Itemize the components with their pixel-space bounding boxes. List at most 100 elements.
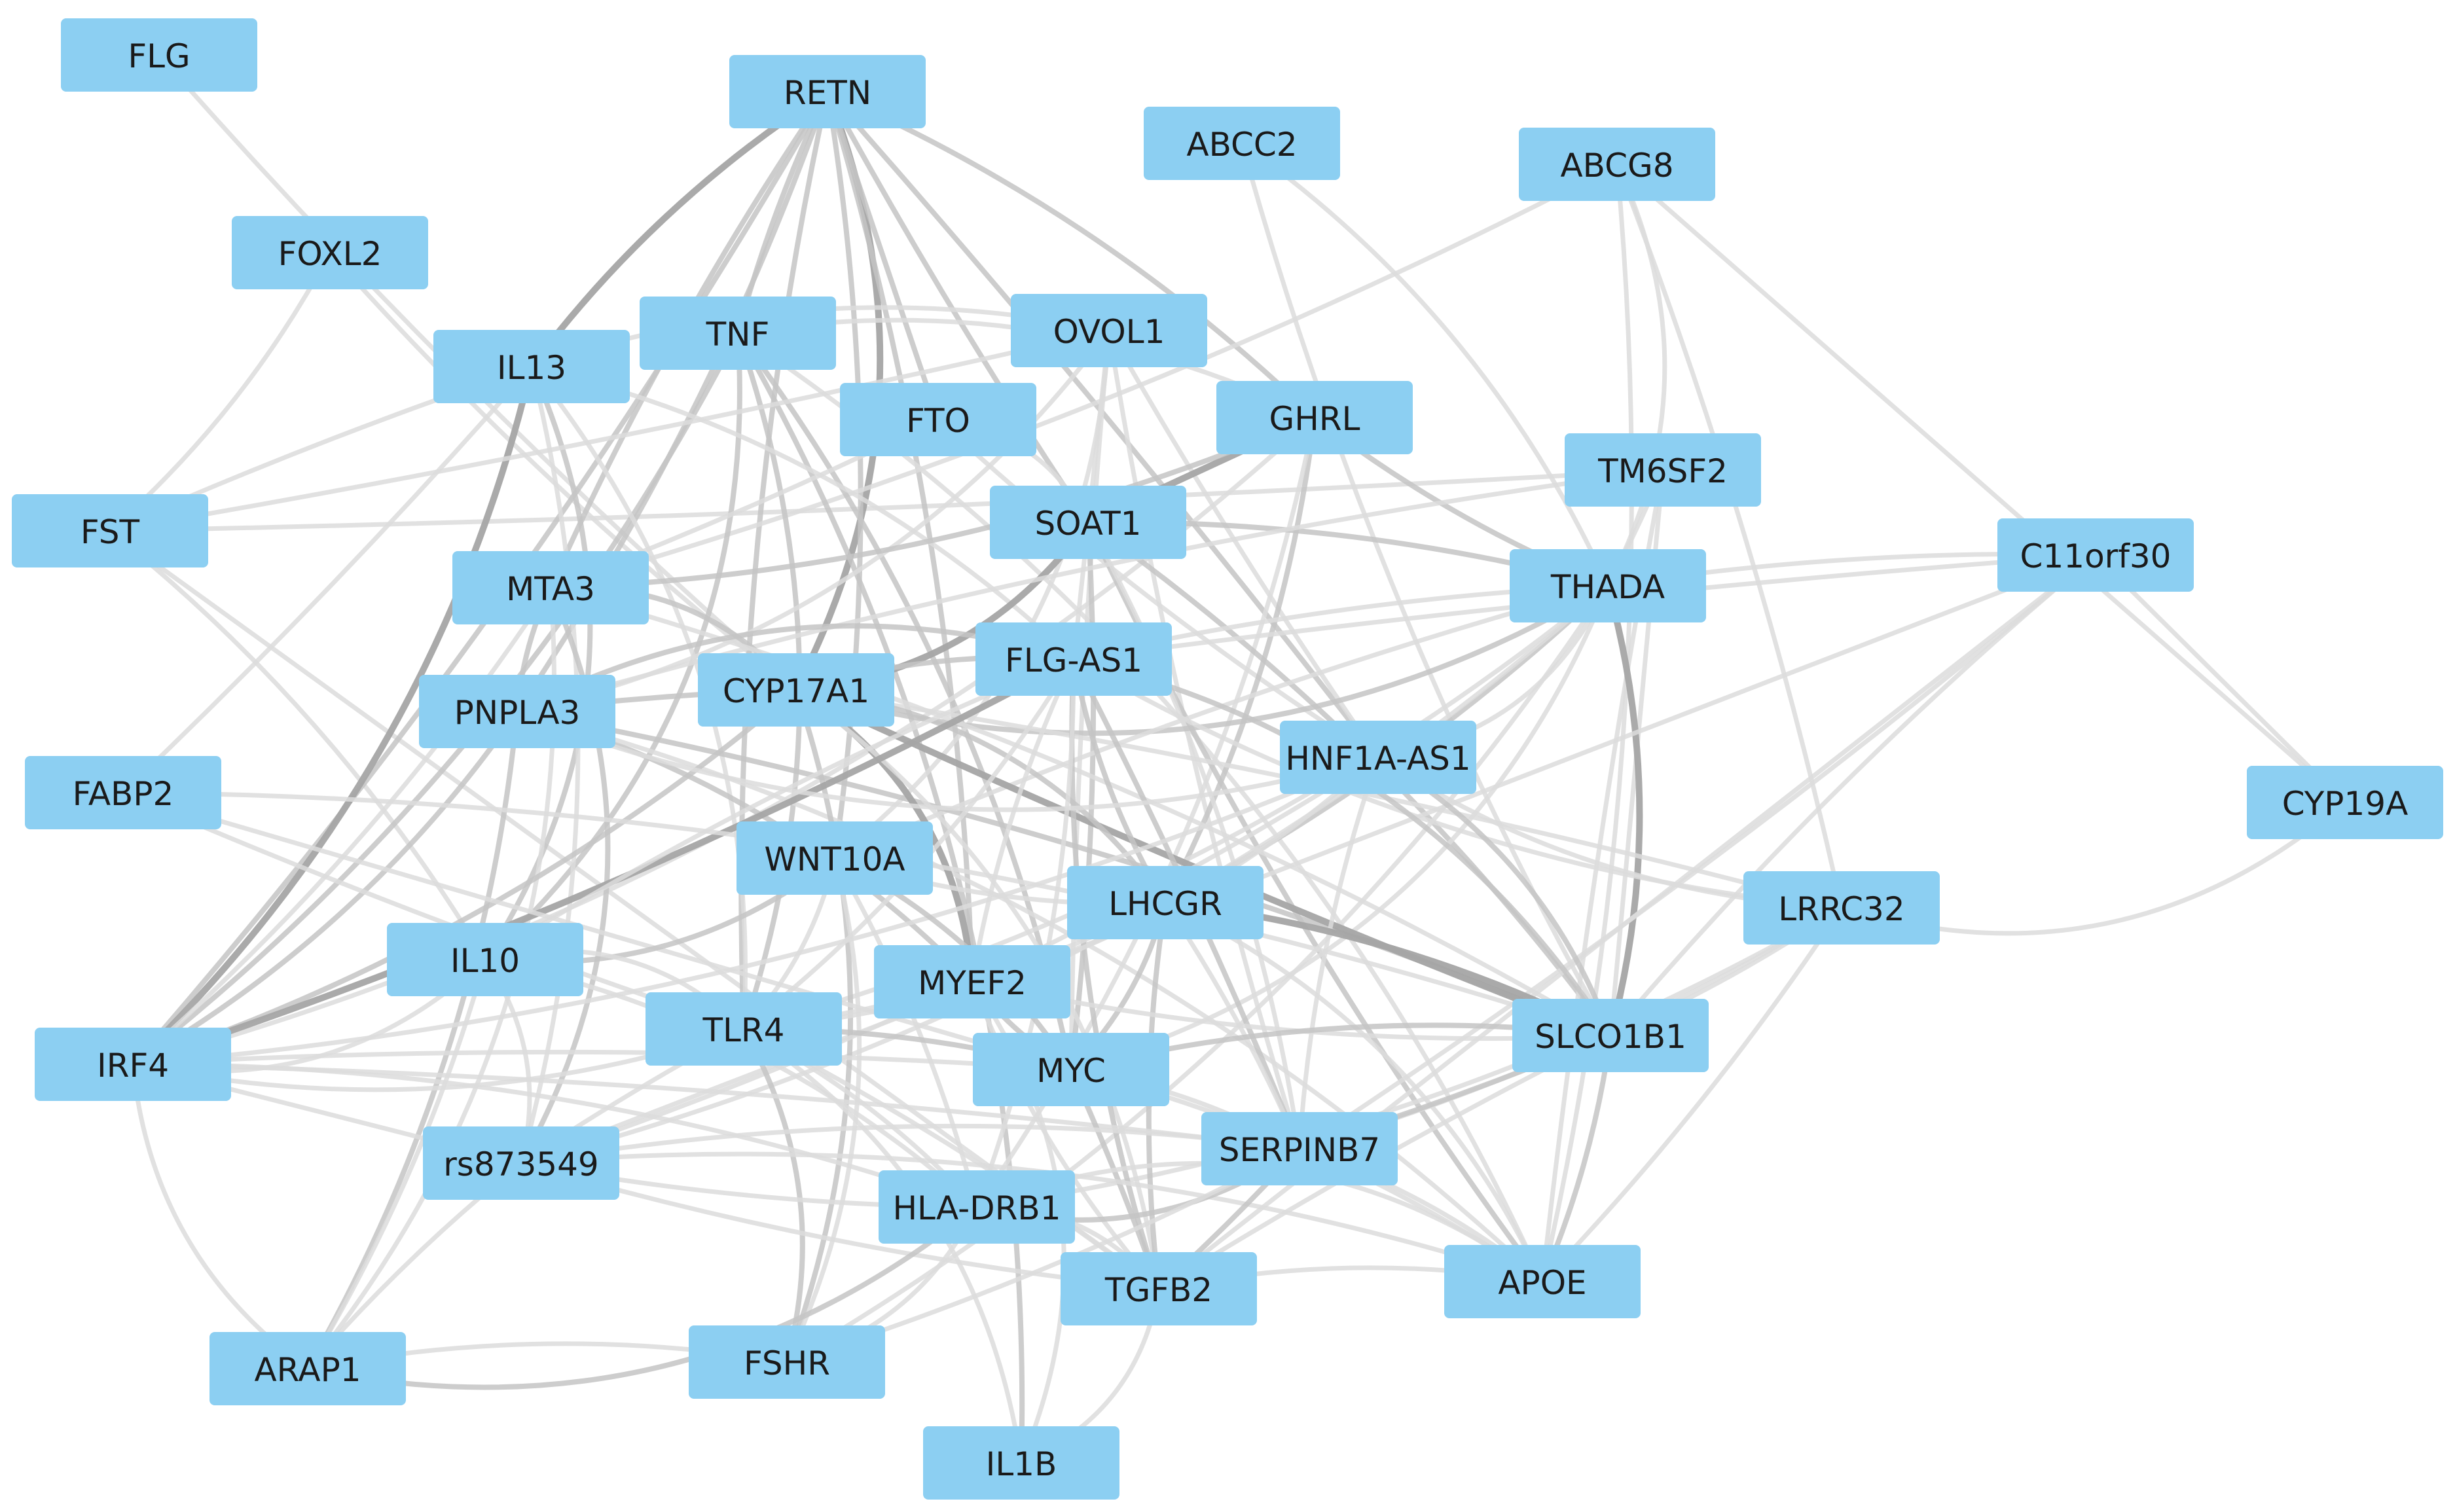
node-box[interactable]	[1743, 871, 1940, 945]
node-MTA3[interactable]: MTA3	[452, 551, 649, 624]
node-label: IRF4	[97, 1047, 169, 1085]
node-FTO[interactable]: FTO	[840, 383, 1036, 456]
edge-GHRL-LHCGR	[1163, 415, 1317, 905]
node-box[interactable]	[840, 383, 1036, 456]
node-box[interactable]	[1510, 549, 1706, 622]
node-box[interactable]	[1201, 1112, 1398, 1185]
node-ABCG8[interactable]: ABCG8	[1519, 128, 1715, 201]
node-box[interactable]	[689, 1325, 885, 1399]
node-WNT10A[interactable]: WNT10A	[736, 821, 933, 895]
node-SERPINB7[interactable]: SERPINB7	[1201, 1112, 1398, 1185]
node-box[interactable]	[1565, 433, 1761, 507]
node-label: IL1B	[986, 1445, 1057, 1483]
node-box[interactable]	[1997, 518, 2194, 592]
edge-IL13-IRF4	[130, 363, 535, 1068]
node-SOAT1[interactable]: SOAT1	[990, 486, 1186, 559]
node-label: SERPINB7	[1219, 1131, 1380, 1169]
node-TM6SF2[interactable]: TM6SF2	[1565, 433, 1761, 507]
node-LHCGR[interactable]: LHCGR	[1067, 866, 1264, 939]
node-box[interactable]	[2247, 766, 2443, 839]
node-label: IL10	[450, 942, 520, 980]
node-box[interactable]	[1280, 721, 1476, 794]
node-box[interactable]	[61, 18, 257, 92]
node-RETN[interactable]: RETN	[729, 55, 926, 128]
node-box[interactable]	[35, 1028, 231, 1101]
edge-HNF1A-AS1-IRF4	[130, 755, 1381, 1067]
edge-ABCG8-CYP19A	[1614, 162, 2348, 805]
node-box[interactable]	[990, 486, 1186, 559]
node-box[interactable]	[975, 622, 1172, 696]
node-IL1B[interactable]: IL1B	[923, 1426, 1119, 1500]
node-IL13[interactable]: IL13	[433, 330, 630, 403]
node-LRRC32[interactable]: LRRC32	[1743, 871, 1940, 945]
node-box[interactable]	[209, 1332, 406, 1405]
node-box[interactable]	[12, 494, 208, 567]
node-FABP2[interactable]: FABP2	[25, 756, 221, 829]
node-FOXL2[interactable]: FOXL2	[232, 216, 428, 289]
edge-RETN-HNF1A-AS1	[825, 89, 1381, 760]
node-TNF[interactable]: TNF	[640, 297, 836, 370]
node-box[interactable]	[1519, 128, 1715, 201]
node-box[interactable]	[1144, 107, 1340, 180]
node-MYC[interactable]: MYC	[973, 1033, 1169, 1106]
node-C11orf30[interactable]: C11orf30	[1997, 518, 2194, 592]
node-label: ABCC2	[1186, 126, 1297, 164]
node-box[interactable]	[452, 551, 649, 624]
node-FST[interactable]: FST	[12, 494, 208, 567]
node-IRF4[interactable]: IRF4	[35, 1028, 231, 1101]
node-FLG[interactable]: FLG	[61, 18, 257, 92]
node-CYP17A1[interactable]: CYP17A1	[698, 653, 894, 727]
node-GHRL[interactable]: GHRL	[1216, 381, 1413, 454]
node-box[interactable]	[736, 821, 933, 895]
node-PNPLA3[interactable]: PNPLA3	[419, 675, 615, 748]
edge-TNF-IL10	[482, 331, 742, 962]
node-APOE[interactable]: APOE	[1444, 1245, 1641, 1318]
node-TLR4[interactable]: TLR4	[646, 992, 842, 1066]
node-HLA-DRB1[interactable]: HLA-DRB1	[879, 1170, 1075, 1244]
node-label: SLCO1B1	[1535, 1018, 1686, 1056]
node-rs873549[interactable]: rs873549	[423, 1126, 619, 1200]
node-box[interactable]	[923, 1426, 1119, 1500]
node-box[interactable]	[232, 216, 428, 289]
edge-OVOL1-FST	[107, 328, 1112, 533]
node-box[interactable]	[973, 1033, 1169, 1106]
node-box[interactable]	[1067, 866, 1264, 939]
edge-HLA-DRB1-ARAP1	[305, 1204, 979, 1390]
node-label: FABP2	[73, 775, 174, 813]
edge-C11orf30-SLCO1B1	[1608, 552, 2098, 1038]
node-FLG-AS1[interactable]: FLG-AS1	[975, 622, 1172, 696]
node-box[interactable]	[433, 330, 630, 403]
node-MYEF2[interactable]: MYEF2	[874, 945, 1070, 1018]
node-box[interactable]	[1444, 1245, 1641, 1318]
edge-PNPLA3-IRF4	[130, 709, 520, 1067]
node-box[interactable]	[423, 1126, 619, 1200]
node-THADA[interactable]: THADA	[1510, 549, 1706, 622]
node-FSHR[interactable]: FSHR	[689, 1325, 885, 1399]
node-ABCC2[interactable]: ABCC2	[1144, 107, 1340, 180]
node-box[interactable]	[698, 653, 894, 727]
edge-LHCGR-APOE	[1163, 900, 1545, 1284]
node-box[interactable]	[879, 1170, 1075, 1244]
edge-THADA-SLCO1B1	[1605, 583, 1643, 1039]
node-ARAP1[interactable]: ARAP1	[209, 1332, 406, 1405]
node-box[interactable]	[1011, 294, 1207, 367]
node-IL10[interactable]: IL10	[387, 923, 583, 996]
node-box[interactable]	[25, 756, 221, 829]
node-box[interactable]	[640, 297, 836, 370]
node-box[interactable]	[729, 55, 926, 128]
node-box[interactable]	[387, 923, 583, 996]
node-TGFB2[interactable]: TGFB2	[1061, 1252, 1257, 1325]
node-label: GHRL	[1269, 400, 1360, 438]
node-box[interactable]	[1512, 999, 1709, 1072]
node-SLCO1B1[interactable]: SLCO1B1	[1512, 999, 1709, 1072]
node-CYP19A[interactable]: CYP19A	[2247, 766, 2443, 839]
node-box[interactable]	[419, 675, 615, 748]
node-HNF1A-AS1[interactable]: HNF1A-AS1	[1280, 721, 1476, 794]
edge-ABCG8-MTA3	[548, 162, 1620, 590]
node-box[interactable]	[646, 992, 842, 1066]
node-box[interactable]	[874, 945, 1070, 1018]
node-box[interactable]	[1216, 381, 1413, 454]
node-box[interactable]	[1061, 1252, 1257, 1325]
node-OVOL1[interactable]: OVOL1	[1011, 294, 1207, 367]
